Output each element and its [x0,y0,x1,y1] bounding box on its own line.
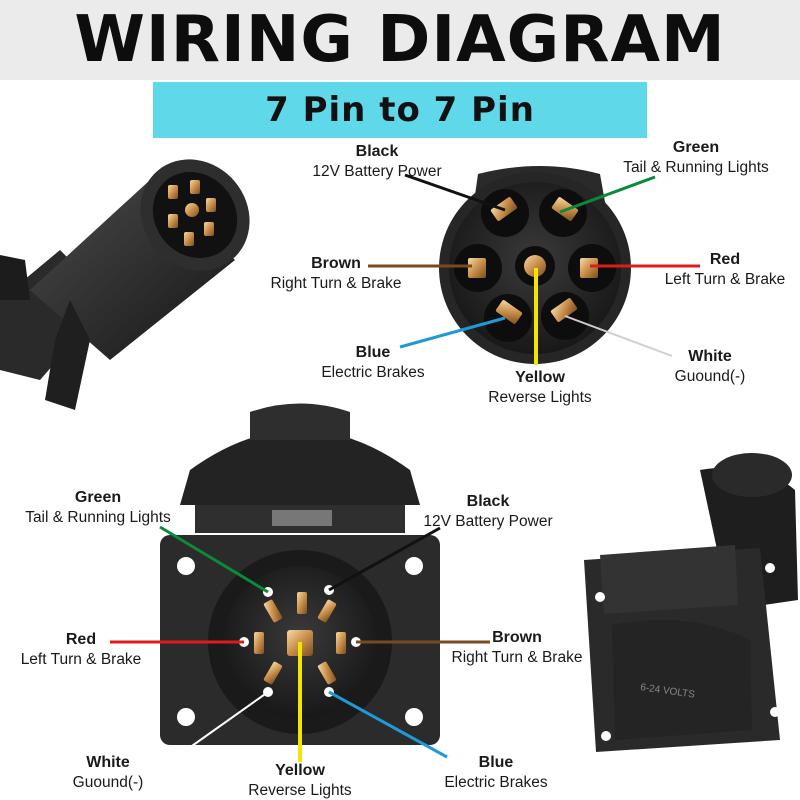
page-title: WIRING DIAGRAM [74,3,726,77]
label-bottom-yellow: Yellow Reverse Lights [234,761,366,800]
wire-function: Left Turn & Brake [20,651,142,668]
subtitle-bar [153,82,647,138]
wire-function: Reverse Lights [488,389,592,406]
label-top-black: Black 12V Battery Power [302,142,452,181]
wire-color-name: Red [709,251,741,268]
plug-connector-image [0,159,250,410]
wire-color-name: Black [466,493,510,510]
label-top-brown: Brown Right Turn & Brake [260,254,412,293]
title-banner [0,0,800,80]
label-top-white: White Guound(-) [664,347,756,386]
wire-function: Guound(-) [674,368,746,385]
wire-color-name: Yellow [275,762,325,779]
label-top-red: Red Left Turn & Brake [654,250,796,289]
label-top-green: Green Tail & Running Lights [608,138,784,177]
wire-color-name: Brown [492,629,542,646]
label-bottom-black: Black 12V Battery Power [418,492,558,531]
wire-function: Electric Brakes [321,364,425,381]
wire-function: 12V Battery Power [423,513,553,530]
label-bottom-brown: Brown Right Turn & Brake [446,628,588,667]
top-lead-lines [368,173,700,365]
wire-color-name: Blue [478,754,514,771]
wire-color-name: Black [355,143,399,160]
bottom-lead-lines [110,525,490,762]
label-top-blue: Blue Electric Brakes [310,343,436,382]
wire-color-name: Brown [311,255,361,272]
page-subtitle: 7 Pin to 7 Pin [265,90,535,130]
wire-function: Electric Brakes [444,774,548,791]
wire-function: Reverse Lights [248,782,352,799]
wire-color-name: Green [74,489,122,506]
wire-function: Right Turn & Brake [451,649,583,666]
label-bottom-green: Green Tail & Running Lights [18,488,178,527]
bottom-socket-image [160,403,440,745]
wire-color-name: Blue [355,344,391,361]
wire-function: Left Turn & Brake [664,271,786,288]
label-top-yellow: Yellow Reverse Lights [474,368,606,407]
wire-function: 12V Battery Power [312,163,442,180]
socket-side-image: 6-24 VOLTS [584,453,798,752]
wire-function: Tail & Running Lights [623,159,769,176]
wire-function: Tail & Running Lights [25,509,171,526]
wire-color-name: White [688,348,732,365]
wire-color-name: Red [65,631,97,648]
wire-function: Right Turn & Brake [270,275,402,292]
wire-color-name: Green [672,139,720,156]
wire-color-name: Yellow [515,369,565,386]
label-bottom-red: Red Left Turn & Brake [14,630,148,669]
label-bottom-blue: Blue Electric Brakes [438,753,554,792]
wire-function: Guound(-) [72,774,144,791]
wire-color-name: White [86,754,130,771]
label-bottom-white: White Guound(-) [66,753,150,792]
